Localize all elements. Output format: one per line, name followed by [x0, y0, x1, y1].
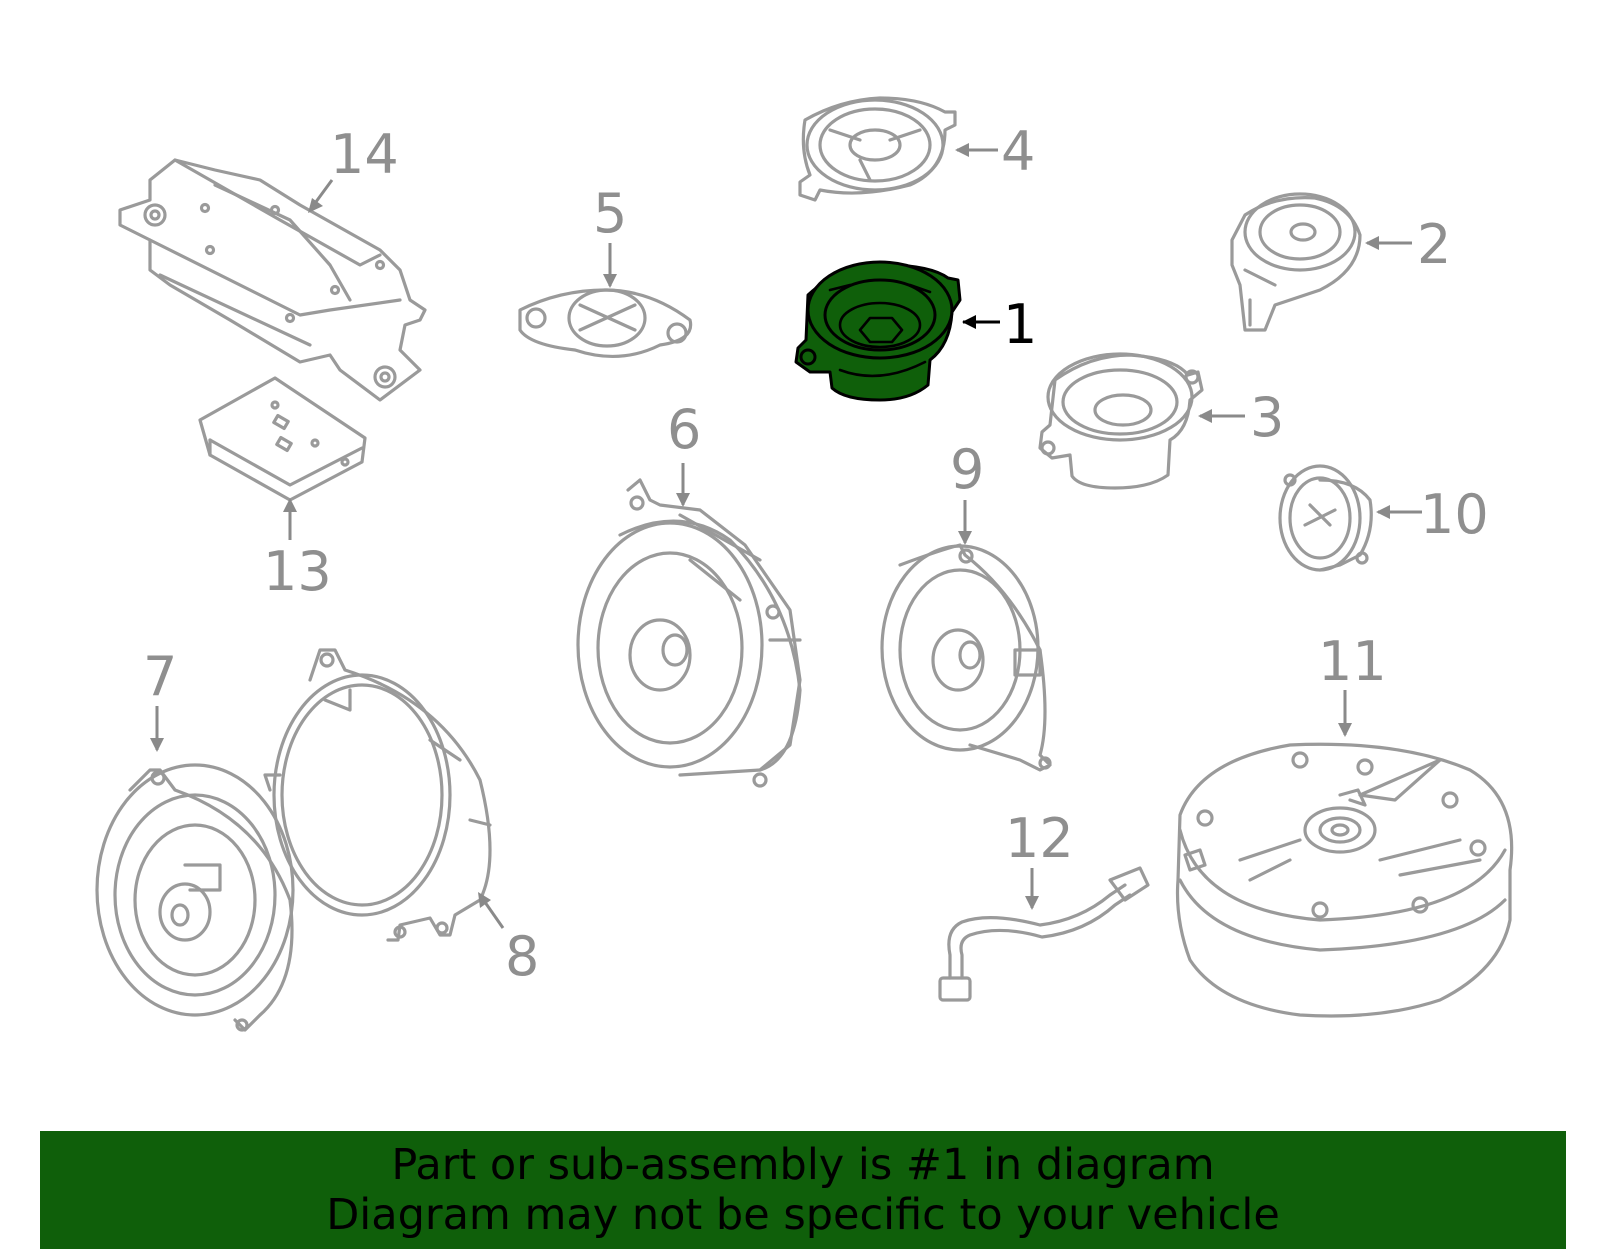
- callout-labels: 1 2 3 4 5 6 7 8 9 10 11 12 13 14: [143, 120, 1489, 988]
- callout-14: 14: [330, 123, 399, 186]
- arrowhead-6: [676, 493, 690, 507]
- part-12-wire-harness: [938, 866, 1150, 1002]
- part-10-tweeter: [1278, 464, 1373, 572]
- callout-6: 6: [667, 398, 701, 461]
- part-11-subwoofer: [1175, 742, 1514, 1018]
- info-banner: Part or sub-assembly is #1 in diagram Di…: [40, 1131, 1566, 1249]
- part-13-module: [198, 376, 367, 502]
- arrowhead-2: [1365, 236, 1379, 250]
- arrowhead-3: [1198, 409, 1212, 423]
- callout-8: 8: [505, 925, 539, 988]
- arrowhead-10: [1376, 505, 1390, 519]
- banner-line-part: Part or sub-assembly is #1 in diagram: [391, 1140, 1215, 1190]
- callout-10: 10: [1420, 483, 1489, 546]
- callout-7: 7: [143, 645, 177, 708]
- part-8-adapter-ring: [263, 648, 492, 942]
- arrowhead-13: [283, 498, 297, 512]
- arrowhead-5: [603, 274, 617, 288]
- callout-4: 4: [1001, 120, 1035, 183]
- callout-1: 1: [1003, 293, 1037, 356]
- part-5-tweeter-plate: [518, 288, 693, 358]
- arrowhead-9: [958, 531, 972, 545]
- callout-2: 2: [1417, 213, 1451, 276]
- part-9-speaker: [880, 543, 1052, 772]
- arrowhead-8: [478, 892, 491, 908]
- part-3-speaker: [1038, 352, 1204, 490]
- callout-13: 13: [263, 540, 332, 603]
- arrowhead-1: [962, 315, 976, 329]
- arrowhead-12: [1025, 896, 1039, 910]
- banner-line-disclaimer: Diagram may not be specific to your vehi…: [326, 1190, 1280, 1240]
- callout-9: 9: [950, 438, 984, 501]
- arrowhead-4: [955, 143, 969, 157]
- part-4-speaker: [798, 96, 957, 202]
- part-14-bracket: [118, 158, 427, 402]
- callout-11: 11: [1318, 630, 1387, 693]
- part-1-speaker-highlighted: [794, 260, 962, 402]
- callout-5: 5: [593, 182, 627, 245]
- part-6-speaker: [576, 478, 802, 788]
- leader-lines: [150, 143, 1422, 929]
- arrowhead-7: [150, 738, 164, 752]
- part-2-tweeter: [1230, 192, 1362, 332]
- callout-3: 3: [1250, 386, 1284, 449]
- arrowhead-14: [308, 198, 323, 213]
- part-7-speaker: [95, 763, 295, 1032]
- arrowhead-11: [1338, 723, 1352, 737]
- callout-12: 12: [1005, 807, 1074, 870]
